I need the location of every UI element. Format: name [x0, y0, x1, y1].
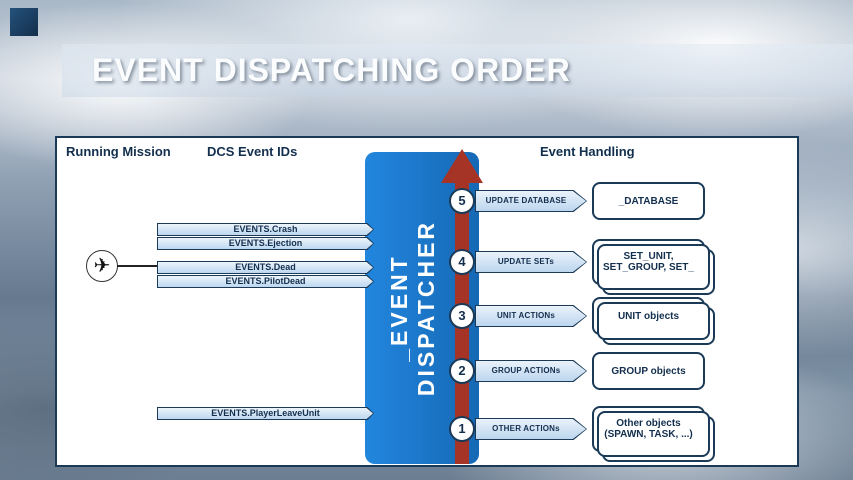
- event-dispatcher-label: _EVENT DISPATCHER: [386, 158, 442, 458]
- unit-circle: ✈: [86, 250, 118, 282]
- target-box-sets: SET_UNIT, SET_GROUP, SET_: [592, 239, 705, 285]
- step-badge-5: 5: [449, 188, 475, 214]
- event-arrow-pilotdead: EVENTS.PilotDead: [157, 275, 374, 288]
- event-label-ejection: EVENTS.Ejection: [228, 238, 303, 248]
- action-label-update-database: UPDATE DATABASE: [485, 196, 567, 205]
- target-box-other: Other objects (SPAWN, TASK, ...): [592, 406, 705, 452]
- action-arrow-fill: [476, 306, 586, 326]
- slide-title: EVENT DISPATCHING ORDER: [92, 52, 571, 88]
- corner-accent-square: [10, 8, 38, 36]
- step-badge-3: 3: [449, 303, 475, 329]
- diagram-panel: Running Mission DCS Event IDs Event Hand…: [55, 136, 799, 467]
- step-badge-1: 1: [449, 416, 475, 442]
- event-label-pilotdead: EVENTS.PilotDead: [225, 276, 306, 286]
- event-arrow-fill: [158, 276, 373, 287]
- target-box-database: _DATABASE: [592, 182, 705, 220]
- action-label-unit-actions: UNIT ACTIONs: [496, 311, 556, 320]
- event-label-playerleaveunit: EVENTS.PlayerLeaveUnit: [211, 408, 320, 418]
- event-arrow-crash: EVENTS.Crash: [157, 223, 374, 236]
- step-badge-4: 4: [449, 249, 475, 275]
- header-dcs-event-ids: DCS Event IDs: [207, 144, 298, 159]
- action-label-update-sets: UPDATE SETs: [497, 257, 555, 266]
- event-arrow-fill: [158, 262, 373, 273]
- unit-connector-line: [117, 265, 157, 267]
- header-event-handling: Event Handling: [540, 144, 635, 159]
- action-arrow-update-sets: UPDATE SETs: [475, 251, 587, 273]
- step-badge-2: 2: [449, 358, 475, 384]
- event-arrow-fill: [158, 408, 373, 419]
- action-arrow-fill: [476, 361, 586, 381]
- event-label-dead: EVENTS.Dead: [235, 262, 296, 272]
- action-arrow-group-actions: GROUP ACTIONs: [475, 360, 587, 382]
- action-arrow-unit-actions: UNIT ACTIONs: [475, 305, 587, 327]
- action-arrow-fill: [476, 419, 586, 439]
- header-running-mission: Running Mission: [66, 144, 171, 159]
- event-arrow-fill: [158, 224, 373, 235]
- action-label-other-actions: OTHER ACTIONs: [492, 424, 560, 433]
- action-label-group-actions: GROUP ACTIONs: [491, 366, 561, 375]
- dispatcher-label-line2: DISPATCHER: [413, 219, 439, 397]
- plane-icon: ✈: [93, 255, 111, 277]
- action-arrow-update-database: UPDATE DATABASE: [475, 190, 587, 212]
- action-arrow-other-actions: OTHER ACTIONs: [475, 418, 587, 440]
- event-arrow-fill: [158, 238, 373, 249]
- dispatcher-label-line1: _EVENT: [386, 254, 412, 362]
- target-box-unit: UNIT objects: [592, 297, 705, 335]
- action-arrow-fill: [476, 252, 586, 272]
- target-box-group: GROUP objects: [592, 352, 705, 390]
- event-arrow-ejection: EVENTS.Ejection: [157, 237, 374, 250]
- event-arrow-playerleaveunit: EVENTS.PlayerLeaveUnit: [157, 407, 374, 420]
- event-arrow-dead: EVENTS.Dead: [157, 261, 374, 274]
- event-label-crash: EVENTS.Crash: [233, 224, 298, 234]
- title-band: EVENT DISPATCHING ORDER: [62, 44, 853, 97]
- action-arrow-fill: [476, 191, 586, 211]
